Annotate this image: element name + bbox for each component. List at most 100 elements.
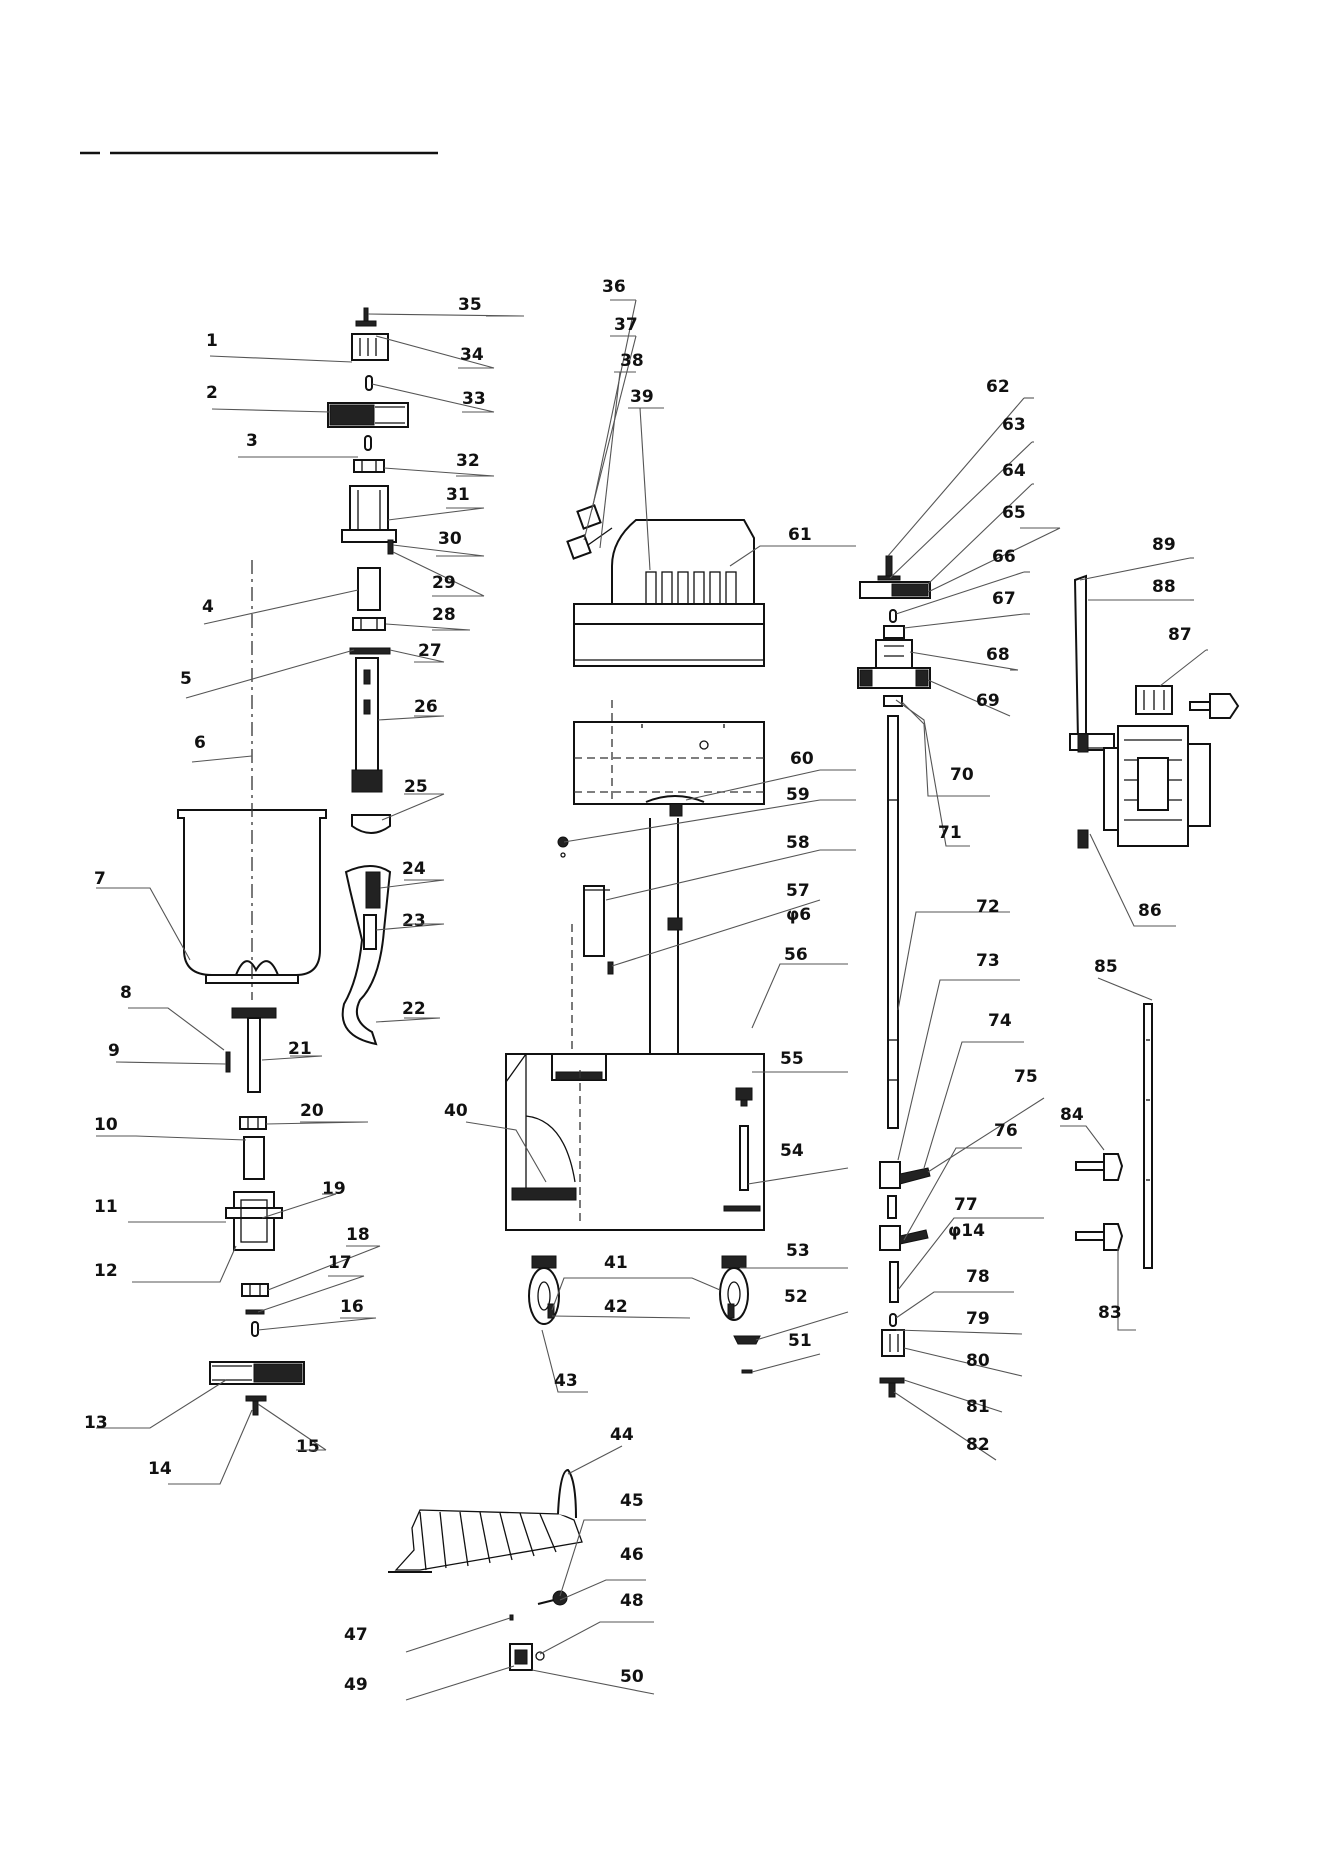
callout-54: 54 (780, 1141, 804, 1161)
callout-44: 44 (610, 1425, 634, 1445)
upper-frame (558, 700, 764, 1058)
callout-49: 49 (344, 1675, 368, 1695)
callout-47: 47 (344, 1625, 368, 1645)
callout-28: 28 (432, 605, 456, 625)
callout-76: 76 (994, 1121, 1018, 1141)
callout-73: 73 (976, 951, 1000, 971)
side-plate (1076, 1004, 1152, 1268)
callout-13: 13 (84, 1413, 108, 1433)
dimension-phi14: φ14 (948, 1221, 985, 1241)
callout-74: 74 (988, 1011, 1012, 1031)
casters (529, 1256, 760, 1373)
callout-40: 40 (444, 1101, 468, 1121)
safety-guard (388, 1470, 582, 1670)
callout-17: 17 (328, 1253, 352, 1273)
callout-64: 64 (1002, 461, 1026, 481)
callout-10: 10 (94, 1115, 118, 1135)
callout-68: 68 (986, 645, 1010, 665)
callout-34: 34 (460, 345, 484, 365)
callout-39: 39 (630, 387, 654, 407)
callout-8: 8 (120, 983, 132, 1003)
callout-45: 45 (620, 1491, 644, 1511)
callout-61: 61 (788, 525, 812, 545)
callout-62: 62 (986, 377, 1010, 397)
callout-18: 18 (346, 1225, 370, 1245)
callout-42: 42 (604, 1297, 628, 1317)
dough-hook (343, 866, 390, 1044)
callout-89: 89 (1152, 535, 1176, 555)
callout-78: 78 (966, 1267, 990, 1287)
callout-70: 70 (950, 765, 974, 785)
callout-33: 33 (462, 389, 486, 409)
vertical-shaft-assembly (858, 556, 930, 1397)
callout-71: 71 (938, 823, 962, 843)
callout-7: 7 (94, 869, 106, 889)
callout-29: 29 (432, 573, 456, 593)
callout-22: 22 (402, 999, 426, 1019)
callout-5: 5 (180, 669, 192, 689)
callout-83: 83 (1098, 1303, 1122, 1323)
callout-57: 57 (786, 881, 810, 901)
callout-24: 24 (402, 859, 426, 879)
mixing-bowl (178, 560, 326, 1000)
callout-58: 58 (786, 833, 810, 853)
callout-52: 52 (784, 1287, 808, 1307)
callout-14: 14 (148, 1459, 172, 1479)
callout-87: 87 (1168, 625, 1192, 645)
callout-50: 50 (620, 1667, 644, 1687)
callout-26: 26 (414, 697, 438, 717)
callout-65: 65 (1002, 503, 1026, 523)
callout-35: 35 (458, 295, 482, 315)
callout-56: 56 (784, 945, 808, 965)
callout-53: 53 (786, 1241, 810, 1261)
callout-51: 51 (788, 1331, 812, 1351)
control-panel (567, 505, 764, 666)
callout-12: 12 (94, 1261, 118, 1281)
head-shaft-assembly (328, 308, 408, 833)
callout-72: 72 (976, 897, 1000, 917)
callout-86: 86 (1138, 901, 1162, 921)
callout-63: 63 (1002, 415, 1026, 435)
callout-59: 59 (786, 785, 810, 805)
callout-41: 41 (604, 1253, 628, 1273)
callout-6: 6 (194, 733, 206, 753)
callout-69: 69 (976, 691, 1000, 711)
callout-43: 43 (554, 1371, 578, 1391)
callout-2: 2 (206, 383, 218, 403)
callout-4: 4 (202, 597, 214, 617)
callout-1: 1 (206, 331, 218, 351)
callout-32: 32 (456, 451, 480, 471)
callout-48: 48 (620, 1591, 644, 1611)
callout-82: 82 (966, 1435, 990, 1455)
callout-20: 20 (300, 1101, 324, 1121)
callout-84: 84 (1060, 1105, 1084, 1125)
callout-66: 66 (992, 547, 1016, 567)
callout-60: 60 (790, 749, 814, 769)
callout-19: 19 (322, 1179, 346, 1199)
callout-88: 88 (1152, 577, 1176, 597)
callout-67: 67 (992, 589, 1016, 609)
callout-9: 9 (108, 1041, 120, 1061)
callout-75: 75 (1014, 1067, 1038, 1087)
callout-38: 38 (620, 351, 644, 371)
callout-11: 11 (94, 1197, 118, 1217)
callout-31: 31 (446, 485, 470, 505)
callout-77: 77 (954, 1195, 978, 1215)
callout-79: 79 (966, 1309, 990, 1329)
callout-81: 81 (966, 1397, 990, 1417)
callout-16: 16 (340, 1297, 364, 1317)
callout-85: 85 (1094, 957, 1118, 977)
motor-assembly (1070, 576, 1238, 848)
callout-55: 55 (780, 1049, 804, 1069)
callout-23: 23 (402, 911, 426, 931)
lower-drive-assembly (210, 1008, 304, 1415)
base-cabinet (506, 1054, 764, 1230)
callout-3: 3 (246, 431, 258, 451)
callout-36: 36 (602, 277, 626, 297)
callout-27: 27 (418, 641, 442, 661)
label-ledges (290, 316, 1208, 1450)
callout-30: 30 (438, 529, 462, 549)
callout-15: 15 (296, 1437, 320, 1457)
callout-80: 80 (966, 1351, 990, 1371)
